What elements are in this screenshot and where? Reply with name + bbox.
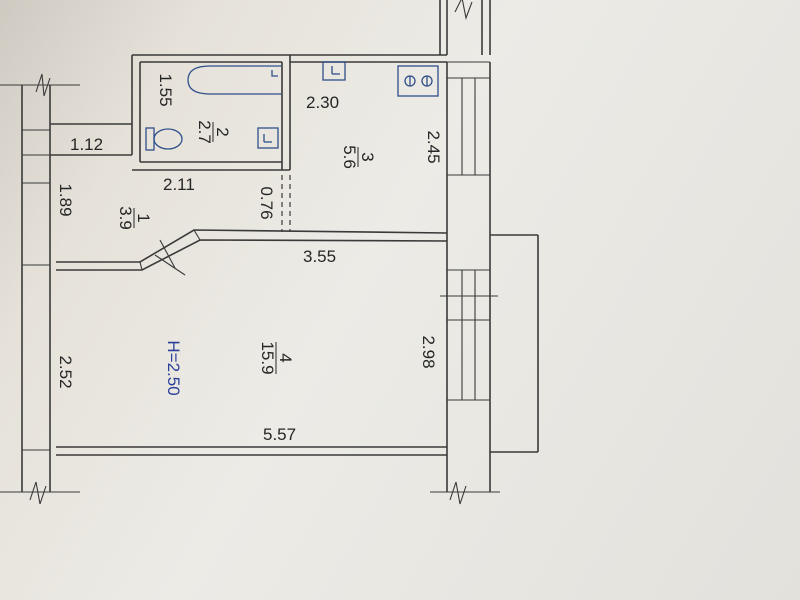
dim-door-gap: 0.76 [257,186,276,219]
dim-kitchen-width: 2.30 [306,93,339,112]
dim-room-window-side: 2.98 [419,335,438,368]
svg-text:3: 3 [358,152,377,161]
kitchen-sink-icon [322,61,346,81]
dim-bath-length: 1.55 [156,73,175,106]
outer-wall-right [430,61,500,505]
kitchen-walls [281,0,448,232]
ceiling-height-label: H=2.50 [164,340,183,395]
svg-text:1: 1 [134,213,153,222]
svg-text:2: 2 [213,127,232,136]
dim-bath-width: 2.11 [163,175,195,194]
room-label-1: 1 3.9 [116,206,153,230]
bathtub-icon [187,65,282,95]
dim-hall-length: 1.89 [56,183,75,216]
room-label-3: 3 5.6 [340,145,377,169]
dim-room-top: 3.55 [303,247,336,266]
stove-icon [397,65,439,97]
dim-room-side: 2.52 [56,355,75,388]
dim-corridor-nub: 1.12 [70,135,103,154]
corridor-nub [50,55,133,156]
svg-text:5.6: 5.6 [340,145,359,169]
dim-room-bottom: 5.57 [263,425,296,444]
outer-wall-top-right [454,0,491,55]
toilet-icon [145,127,183,151]
room-partition-top [56,229,448,276]
room-label-2: 2 2.7 [195,120,232,144]
outer-wall-left [0,73,80,505]
svg-text:15.9: 15.9 [258,341,277,374]
balcony [490,234,539,453]
svg-text:4: 4 [276,353,295,362]
sink-icon [257,127,279,149]
room-label-4: 4 15.9 [258,341,295,374]
bathroom-walls [132,54,291,171]
svg-text:2.7: 2.7 [195,120,214,144]
dim-kitchen-side: 2.45 [424,130,443,163]
svg-text:3.9: 3.9 [116,206,135,230]
room-wall-bottom [56,446,447,456]
